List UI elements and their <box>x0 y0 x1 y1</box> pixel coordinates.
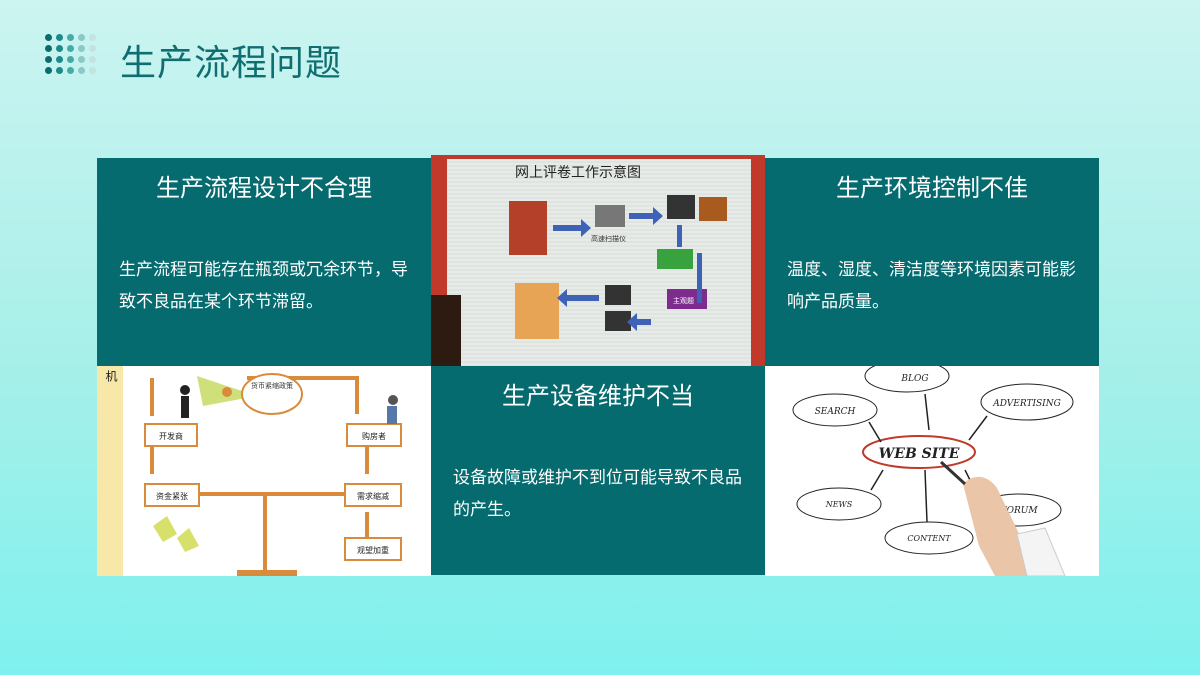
card-process-design: 生产流程设计不合理 生产流程可能存在瓶颈或冗余环节，导致不良品在某个环节滞留。 <box>97 158 431 368</box>
card-title: 生产流程设计不合理 <box>156 174 372 202</box>
website-node: FORUM <box>999 506 1038 516</box>
flowchart-photo: 金九银十中令市场尴尬的房价下滑反馈机 货币紧缩政策 开发商 购房者 资金紧张 需… <box>97 366 431 576</box>
card-body: 生产流程可能存在瓶颈或冗余环节，导致不良品在某个环节滞留。 <box>119 260 408 312</box>
card-equipment: 生产设备维护不当 设备故障或维护不到位可能导致不良品的产生。 <box>431 366 765 575</box>
flowchart-node: 购房者 <box>362 431 386 441</box>
decorative-dots <box>45 34 97 76</box>
page-title: 生产流程问题 <box>120 43 343 84</box>
projector-heading: 网上评卷工作示意图 <box>515 164 641 181</box>
card-environment: 生产环境控制不佳 温度、湿度、清洁度等环境因素可能影响产品质量。 <box>765 158 1099 368</box>
website-node: NEWS <box>825 500 853 509</box>
projector-label: 主观题 <box>673 296 694 305</box>
website-node: CONTENT <box>907 534 951 543</box>
card-body: 温度、湿度、清洁度等环境因素可能影响产品质量。 <box>787 260 1076 312</box>
flowchart-node: 需求缩减 <box>357 491 389 501</box>
flowchart-vertical-text: 金九银十中令市场尴尬的房价下滑反馈机 <box>104 370 121 574</box>
website-center: WEB SITE <box>879 446 960 462</box>
flowchart-node: 观望加重 <box>357 545 389 555</box>
flowchart-node: 资金紧张 <box>156 491 188 501</box>
card-body: 设备故障或维护不到位可能导致不良品的产生。 <box>453 468 742 520</box>
website-diagram-photo: WEB SITE BLOG SEARCH ADVERTISING NEWS FO… <box>765 366 1099 576</box>
website-node: ADVERTISING <box>992 399 1061 409</box>
website-node: SEARCH <box>815 407 856 417</box>
content-grid: 生产流程设计不合理 生产流程可能存在瓶颈或冗余环节，导致不良品在某个环节滞留。 … <box>97 155 1099 576</box>
card-title: 生产设备维护不当 <box>502 382 694 410</box>
website-node: BLOG <box>900 374 928 384</box>
flowchart-node: 货币紧缩政策 <box>251 381 293 390</box>
projector-label: 高速扫描仪 <box>591 234 626 243</box>
flowchart-node: 开发商 <box>159 431 183 441</box>
card-title: 生产环境控制不佳 <box>836 174 1028 202</box>
projector-photo: 网上评卷工作示意图 高速扫描仪 主观题 <box>431 155 765 368</box>
